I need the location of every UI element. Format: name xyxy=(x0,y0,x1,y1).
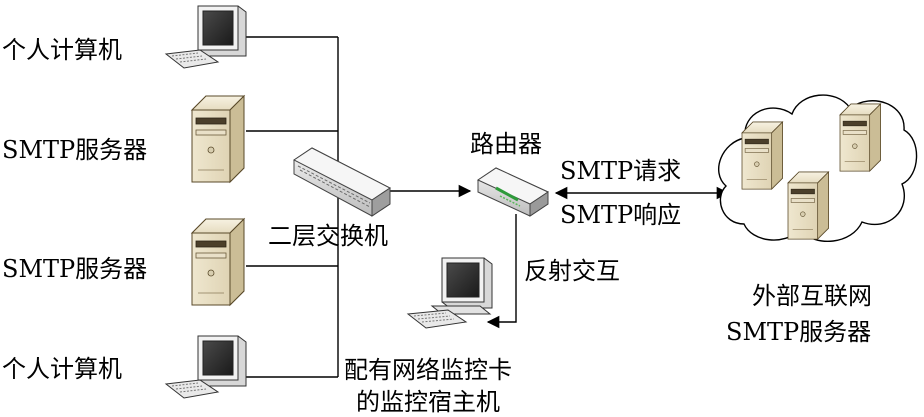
internet-server-right-icon xyxy=(840,104,881,171)
monitor-host-icon xyxy=(408,258,492,328)
pc-top-label: 个人计算机 xyxy=(2,36,122,64)
smtp-server-1-icon xyxy=(192,96,244,182)
pc-top-icon xyxy=(166,6,246,68)
pc-bottom-label: 个人计算机 xyxy=(2,355,122,383)
internet-server-left-icon xyxy=(742,122,783,189)
router-label: 路由器 xyxy=(470,130,542,158)
switch-label: 二层交换机 xyxy=(268,222,388,250)
smtp-server-1-label: SMTP服务器 xyxy=(2,136,147,164)
smtp-response-label: SMTP响应 xyxy=(560,201,681,229)
internet-cloud-icon xyxy=(719,95,917,241)
smtp-server-2-icon xyxy=(192,219,244,305)
internet-label-line2: SMTP服务器 xyxy=(726,318,871,346)
smtp-request-label: SMTP请求 xyxy=(560,157,681,185)
internet-server-middle-icon xyxy=(788,172,829,239)
pc-bottom-icon xyxy=(166,336,246,398)
router-icon xyxy=(478,168,548,216)
smtp-server-2-label: SMTP服务器 xyxy=(2,255,147,283)
internet-label-line1: 外部互联网 xyxy=(752,282,872,310)
switch-icon xyxy=(294,148,390,216)
monitor-host-label-line1: 配有网络监控卡 xyxy=(344,356,512,384)
reflect-label: 反射交互 xyxy=(524,257,620,285)
monitor-host-label-line2: 的监控宿主机 xyxy=(356,388,500,416)
